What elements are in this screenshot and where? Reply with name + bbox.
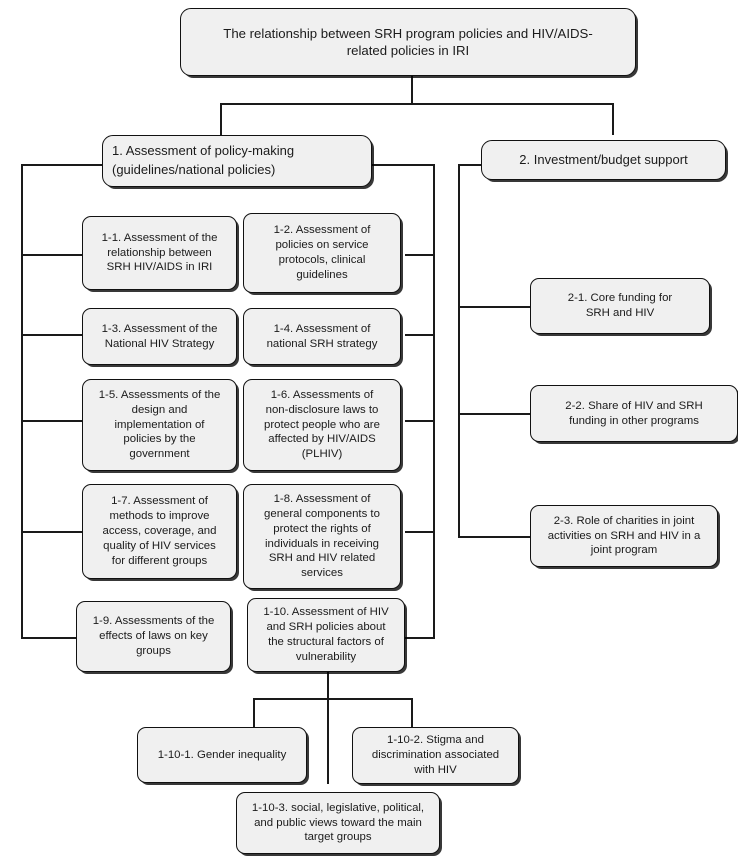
node-branch-2-label: 2. Investment/budget support — [519, 151, 688, 167]
connector-to-1-3 — [21, 334, 83, 336]
connector-root-stem — [411, 76, 413, 104]
connector-to-2-3 — [458, 536, 532, 538]
node-1-10[interactable]: 1-10. Assessment of HIV and SRH policies… — [247, 598, 405, 672]
node-1-8[interactable]: 1-8. Assessment of general components to… — [243, 484, 401, 589]
connector-to-1-2 — [405, 254, 435, 256]
node-1-4[interactable]: 1-4. Assessment of national SRH strategy — [243, 308, 401, 365]
node-1-2[interactable]: 1-2. Assessment of policies on service p… — [243, 213, 401, 293]
connector-branch2-drop — [612, 103, 614, 135]
connector-right-trunk — [458, 164, 460, 537]
connector-right-trunk-to-node2 — [458, 164, 482, 166]
connector-to-1-9 — [21, 637, 83, 639]
node-1-7[interactable]: 1-7. Assessment of methods to improve ac… — [82, 484, 237, 579]
node-2-1[interactable]: 2-1. Core funding for SRH and HIV — [530, 278, 710, 334]
node-1-8-label: 1-8. Assessment of general components to… — [264, 493, 380, 580]
node-2-3-label: 2-3. Role of charities in joint activiti… — [547, 514, 701, 557]
node-1-6[interactable]: 1-6. Assessments of non-disclosure laws … — [243, 379, 401, 471]
node-1-10-3-label: 1-10-3. social, legislative, political, … — [251, 801, 425, 844]
connector-left-trunk — [21, 164, 23, 638]
node-2-2-label: 2-2. Share of HIV and SRH funding in oth… — [565, 399, 703, 427]
connector-middle-trunk — [433, 164, 435, 638]
node-2-3[interactable]: 2-3. Role of charities in joint activiti… — [530, 505, 718, 567]
node-1-4-label: 1-4. Assessment of national SRH strategy — [266, 322, 378, 350]
connector-to-1-7 — [21, 531, 83, 533]
node-1-10-label: 1-10. Assessment of HIV and SRH policies… — [263, 606, 389, 663]
connector-to-2-2 — [458, 413, 532, 415]
node-1-5-label: 1-5. Assessments of the design and imple… — [98, 388, 221, 461]
connector-to-1-6 — [405, 420, 435, 422]
node-1-1[interactable]: 1-1. Assessment of the relationship betw… — [82, 216, 237, 290]
node-1-10-1-label: 1-10-1. Gender inequality — [157, 748, 287, 761]
node-1-3-label: 1-3. Assessment of the National HIV Stra… — [101, 322, 218, 350]
node-1-3[interactable]: 1-3. Assessment of the National HIV Stra… — [82, 308, 237, 365]
connector-to-2-1 — [458, 306, 532, 308]
node-root-label: The relationship between SRH program pol… — [223, 25, 593, 58]
connector-root-bar — [220, 103, 613, 105]
connector-1-10-bar — [253, 698, 412, 700]
node-1-7-label: 1-7. Assessment of methods to improve ac… — [102, 495, 217, 567]
connector-to-1-8 — [405, 531, 435, 533]
node-1-5[interactable]: 1-5. Assessments of the design and imple… — [82, 379, 237, 471]
connector-to-1-10-3 — [327, 698, 329, 784]
node-1-10-3[interactable]: 1-10-3. social, legislative, political, … — [236, 792, 440, 854]
connector-to-1-4 — [405, 334, 435, 336]
connector-to-1-10-1 — [253, 698, 255, 727]
node-1-1-label: 1-1. Assessment of the relationship betw… — [101, 231, 218, 274]
node-branch-1[interactable]: 1. Assessment of policy-making (guidelin… — [102, 135, 372, 187]
node-branch-2[interactable]: 2. Investment/budget support — [481, 140, 726, 180]
node-branch-1-label: 1. Assessment of policy-making (guidelin… — [112, 143, 295, 177]
node-1-2-label: 1-2. Assessment of policies on service p… — [273, 224, 371, 281]
connector-to-1-5 — [21, 420, 83, 422]
connector-middle-trunk-to-node1 — [372, 164, 435, 166]
node-1-10-2-label: 1-10-2. Stigma and discrimination associ… — [371, 734, 500, 776]
connector-branch1-drop — [220, 103, 222, 135]
node-2-2[interactable]: 2-2. Share of HIV and SRH funding in oth… — [530, 385, 738, 442]
node-1-9[interactable]: 1-9. Assessments of the effects of laws … — [76, 601, 231, 672]
node-root[interactable]: The relationship between SRH program pol… — [180, 8, 636, 76]
node-1-10-2[interactable]: 1-10-2. Stigma and discrimination associ… — [352, 727, 519, 784]
connector-1-10-stem — [327, 672, 329, 699]
connector-to-1-10-2 — [411, 698, 413, 727]
connector-to-1-1 — [21, 254, 83, 256]
node-2-1-label: 2-1. Core funding for SRH and HIV — [567, 292, 673, 319]
connector-to-1-10 — [405, 637, 435, 639]
node-1-9-label: 1-9. Assessments of the effects of laws … — [92, 615, 215, 657]
node-1-10-1[interactable]: 1-10-1. Gender inequality — [137, 727, 307, 783]
connector-left-trunk-to-node1 — [21, 164, 103, 166]
node-1-6-label: 1-6. Assessments of non-disclosure laws … — [264, 388, 380, 461]
